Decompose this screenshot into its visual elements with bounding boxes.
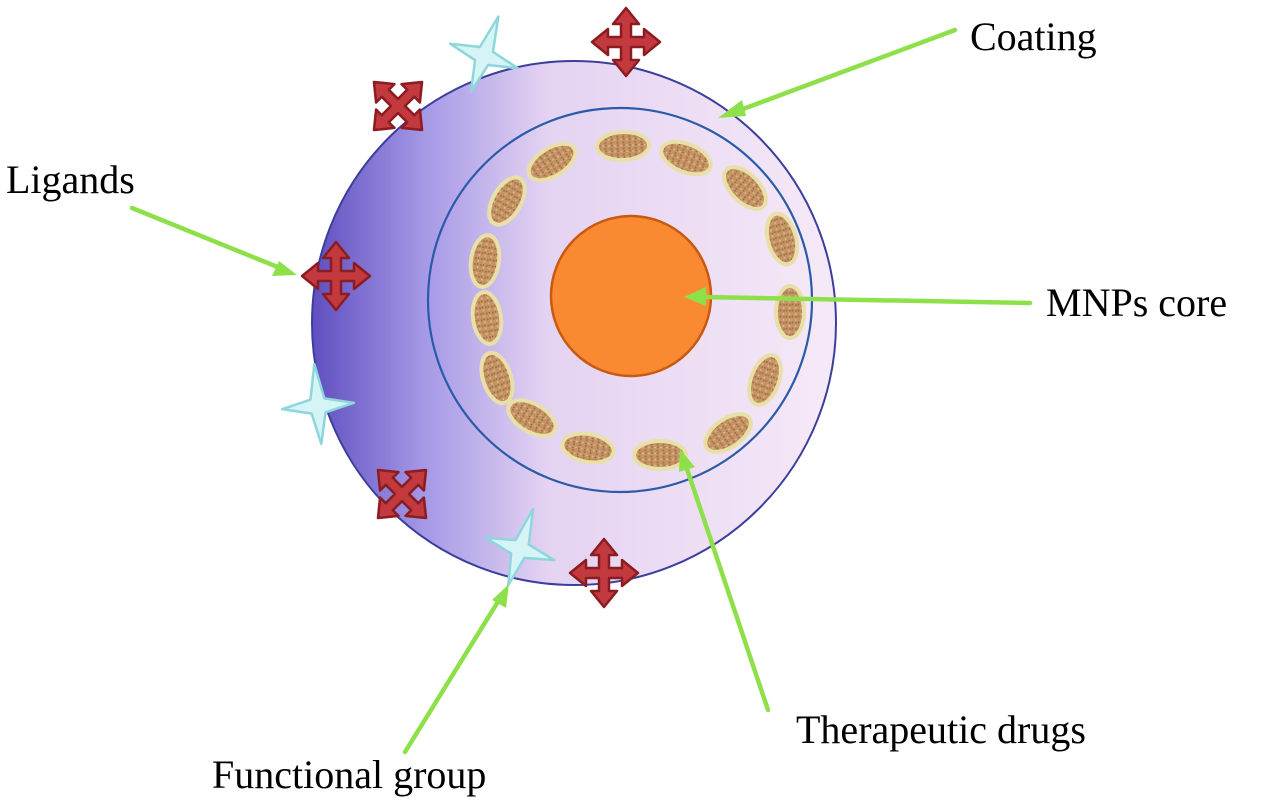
- drug-icon: [595, 129, 651, 163]
- drug-icon: [487, 175, 527, 227]
- drug-icon: [703, 412, 753, 454]
- drug-icon: [722, 165, 768, 211]
- core-label: MNPs core: [1046, 280, 1227, 325]
- coating-label: Coating: [970, 14, 1097, 59]
- drugs-label: Therapeutic drugs: [796, 707, 1086, 752]
- functional-group-label: Functional group: [212, 752, 486, 797]
- drug-icon: [659, 139, 713, 177]
- drug-icon: [506, 398, 558, 438]
- pointer-arrows: [129, 27, 1033, 755]
- drugs-arrow: [679, 449, 771, 713]
- drug-icon: [747, 353, 783, 407]
- drug-icon: [560, 431, 616, 465]
- drug-icon: [479, 350, 515, 406]
- drug-icon: [526, 141, 578, 183]
- drug-icon: [470, 290, 504, 346]
- ligands-arrow: [129, 205, 297, 276]
- drug-icon: [468, 233, 502, 289]
- drug-icon: [774, 284, 806, 340]
- drug-icon: [632, 439, 688, 471]
- functional-arrow: [402, 584, 509, 755]
- drug-icon: [764, 211, 800, 267]
- core-arrow: [684, 287, 1033, 306]
- coating-arrow: [718, 27, 958, 118]
- ligands-label: Ligands: [6, 157, 135, 202]
